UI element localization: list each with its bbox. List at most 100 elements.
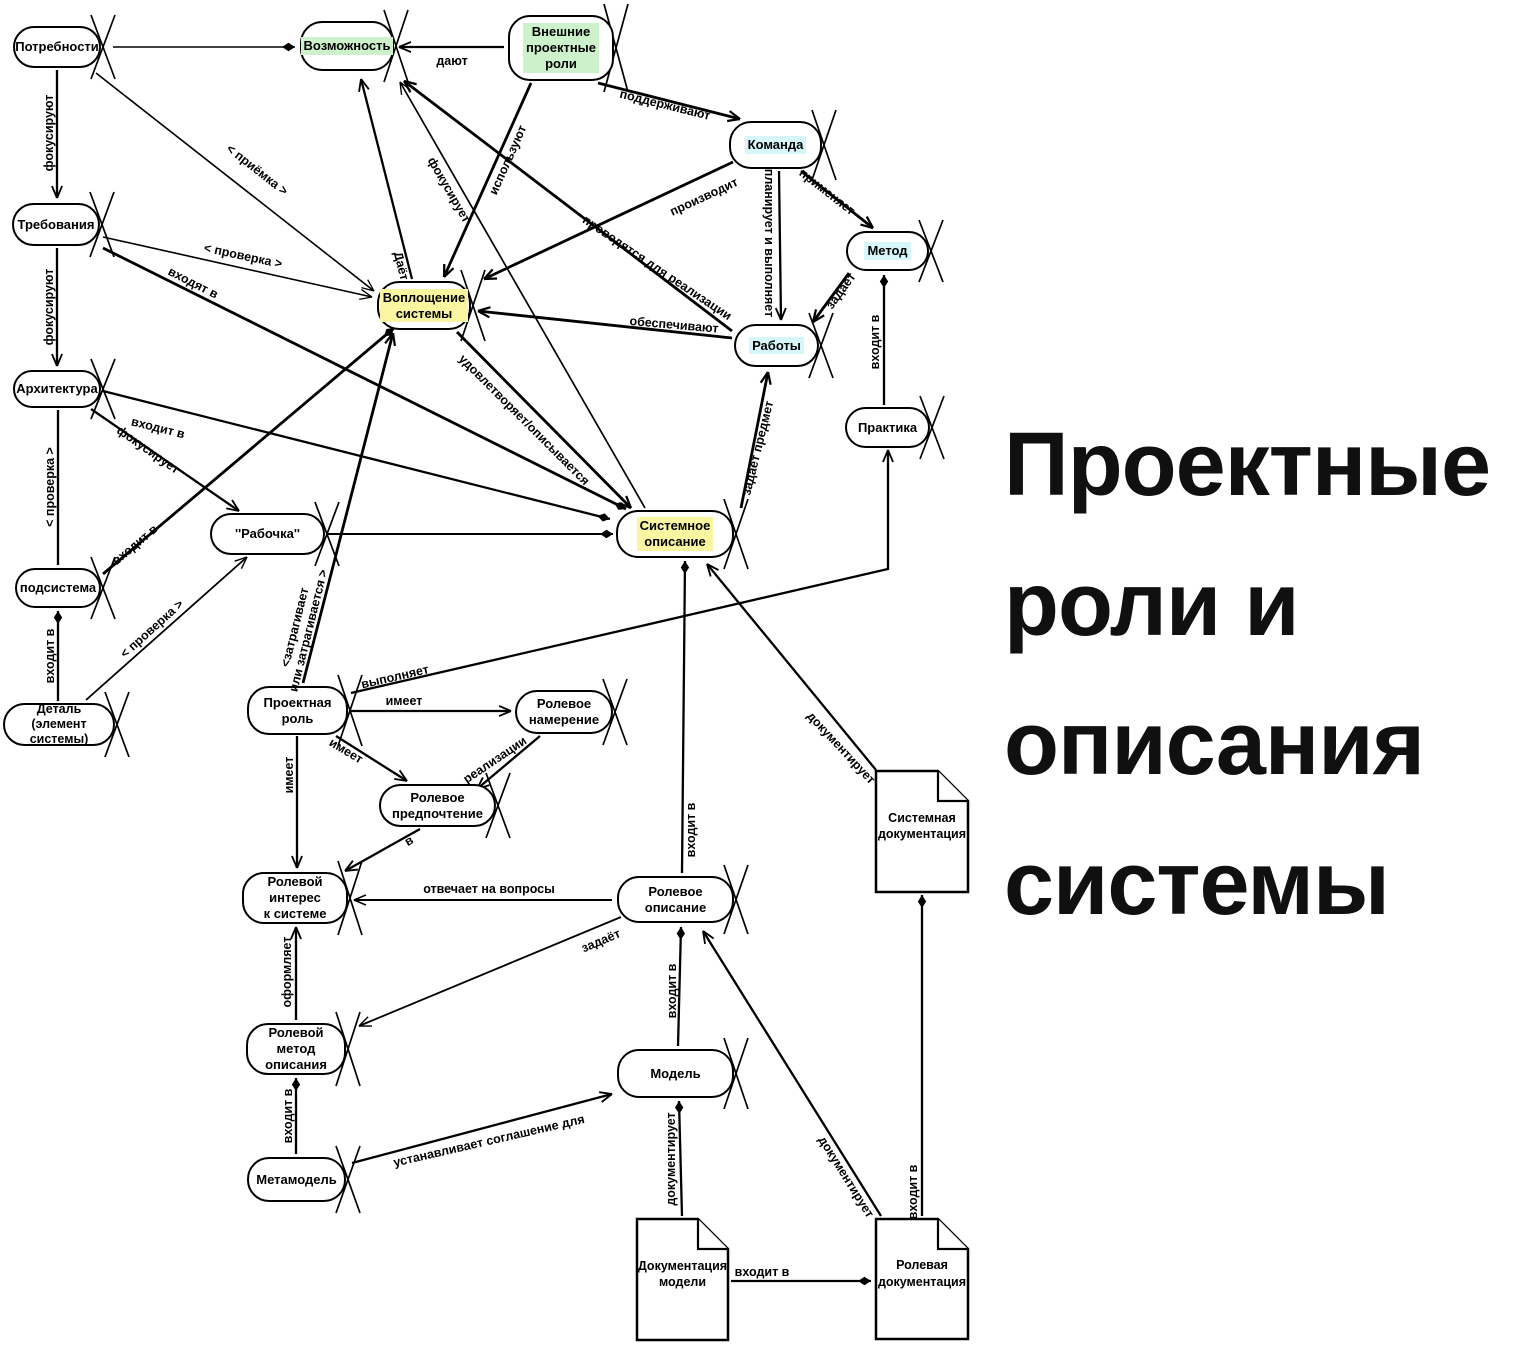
document-fold-icon [936,1219,968,1251]
arrowhead-icon [360,78,370,90]
edge-arhitektura-rabochka [90,408,240,512]
arrowhead-icon [353,894,367,901]
arrowhead-icon [702,930,706,944]
node-rolevoe_namerenie: Ролевое намерение [515,690,613,734]
edge-podsistema-voploshenie [102,326,395,576]
edge-vneshnie_roli-komanda [597,81,741,121]
node-label: Практика [857,419,918,435]
arrowhead-icon [399,81,403,95]
arrowhead-icon [51,185,58,199]
node-rolevoe_predpochtenie: Ролевое предпочтение [379,784,496,827]
edge-sistemnoe_opisanie-raboty [739,371,770,509]
edge-label: отвечает на вопросы [423,881,555,896]
alpha-x-icon [811,109,837,181]
node-model: Модель [617,1049,734,1098]
arrowhead-icon [483,277,498,281]
node-rolevoe_opisanie: Ролевое описание [617,876,734,923]
node-label: ''Рабочка'' [234,526,301,542]
alpha-x-icon [335,1011,361,1087]
edge-voploshenie-vozmozhnost [359,78,414,280]
arrowhead-icon [226,507,240,512]
arrowhead-icon [231,499,240,512]
arrowhead-icon [865,216,874,229]
node-vozmozhnost: Возможность [300,21,394,71]
arrowhead-icon [702,930,715,940]
edge-label: имеет [281,756,296,794]
arrowhead-icon [361,288,373,298]
alpha-x-icon [808,312,834,379]
node-label: Работы [749,336,804,355]
page-title: Проектные роли и описания системы [1004,415,1491,934]
edge-model-rolevoe_opisanie [676,926,683,1047]
arrowhead-icon [391,332,397,347]
edge-label: планирует и выполняет [762,168,777,318]
diamond-arrowhead-icon [53,611,63,624]
edge-rolevoe_namerenie-rolevoe_predpochtenie [476,735,541,790]
arrowhead-icon [290,926,297,940]
diamond-arrowhead-icon [674,1101,684,1114]
arrowhead-icon [358,1016,369,1027]
node-trebovaniya: Требования [12,203,100,246]
node-label: Ролевое намерение [528,696,600,727]
arrowhead-icon [296,855,303,869]
edge-komanda-raboty [777,170,783,321]
edge-label: входит в [867,314,882,370]
alpha-x-icon [337,860,363,936]
node-komanda: Команда [729,121,822,169]
node-label: Требования [17,216,95,232]
arrowhead-icon [51,353,58,367]
arrowhead-icon [398,769,408,782]
arrowhead-icon [812,314,825,323]
alpha-x-icon [723,1037,749,1110]
arrowhead-icon [353,899,367,906]
alpha-x-icon [919,395,945,460]
node-label: Ролевое предпочтение [392,789,483,821]
edge-detal-rabochka [85,556,248,701]
node-detal: Деталь (элемент системы) [3,702,115,746]
edge-label: входит в [280,1088,295,1144]
node-label: Ролевой интерес к системе [263,874,327,921]
edge-raboty-vozmozhnost [403,79,733,333]
arrowhead-icon [498,705,512,712]
edge-komanda-voploshenie [483,160,734,281]
alpha-x-icon [723,498,749,570]
edge-label: дают [436,53,468,68]
edge-rolevoe_opisanie-sistemnoe_opisanie [680,560,687,874]
edge-label: оформляет [279,936,294,1008]
edge-label: фокусируют [41,94,56,172]
node-praktika: Практика [845,407,930,448]
node-label: Воплощение системы [379,288,469,323]
arrowhead-icon [625,495,633,509]
arrowhead-icon [367,279,375,292]
node-label: Команда [744,136,807,154]
edge-proektnaya_rol-rolevoe_predpochtenie [335,735,408,782]
diamond-arrowhead-icon [282,42,295,52]
node-metamodel: Метамодель [247,1157,346,1202]
node-podsistema: подсистема [15,568,101,608]
arrowhead-icon [240,556,248,570]
node-label: Ролевой метод описания [265,1025,327,1072]
node-arhitektura: Архитектура [13,370,101,408]
node-rolevoy_interes: Ролевой интерес к системе [242,872,348,924]
node-rolevoy_metod: Ролевой метод описания [246,1023,346,1075]
arrowhead-icon [759,371,769,384]
alpha-x-icon [335,1145,361,1214]
alpha-x-icon [104,691,130,758]
edge-sistemnoe_opisanie-vozmozhnost [399,81,646,509]
diamond-arrowhead-icon [597,513,610,522]
arrowhead-icon [811,309,818,323]
arrowhead-icon [56,185,63,199]
diamond-arrowhead-icon [879,275,889,288]
edge-label: входит в [664,963,679,1019]
arrowhead-icon [618,502,632,510]
node-label: Ролевое описание [644,883,707,915]
diamond-arrowhead-icon [600,529,613,539]
diamond-arrowhead-icon [680,561,690,574]
node-potrebnosti: Потребности [13,26,101,68]
diamond-arrowhead-icon [858,1276,871,1286]
arrowhead-icon [860,223,874,230]
edge-trebovaniya-sistemnoe_opisanie [102,246,627,511]
node-label: Модель [650,1065,701,1081]
